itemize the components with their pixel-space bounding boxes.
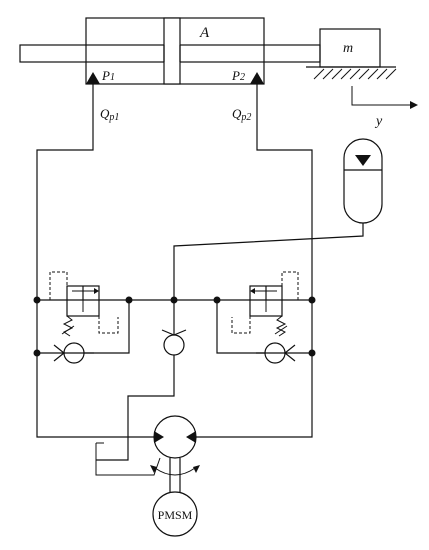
area-label: A [199,25,210,41]
qp1-label: Qp1 [100,106,119,123]
port-marker-left [86,72,100,84]
piston [163,17,181,85]
check-valve-center [96,300,187,461]
relief-valve-left [49,271,119,337]
check-valve-left [53,300,130,364]
port-marker-right [250,72,264,84]
qp2-label: Qp2 [232,106,251,123]
left-main-line [36,84,154,438]
relief-valve-right [231,271,299,337]
bidirectional-pump [95,415,200,492]
arrow-right-icon [351,86,418,109]
motor-label: PMSM [158,508,193,522]
accumulator [173,138,383,300]
displacement-label: y [374,114,383,129]
p2-label: P2 [231,68,245,83]
mass-label: m [343,41,353,56]
hatched-ground-icon [306,66,397,80]
p1-label: P1 [101,68,115,83]
check-valve-right [216,300,296,364]
pmsm-motor [152,491,198,537]
right-main-line [196,84,313,438]
hydraulic-cylinder [19,17,321,85]
triangle-down-icon [355,155,371,166]
